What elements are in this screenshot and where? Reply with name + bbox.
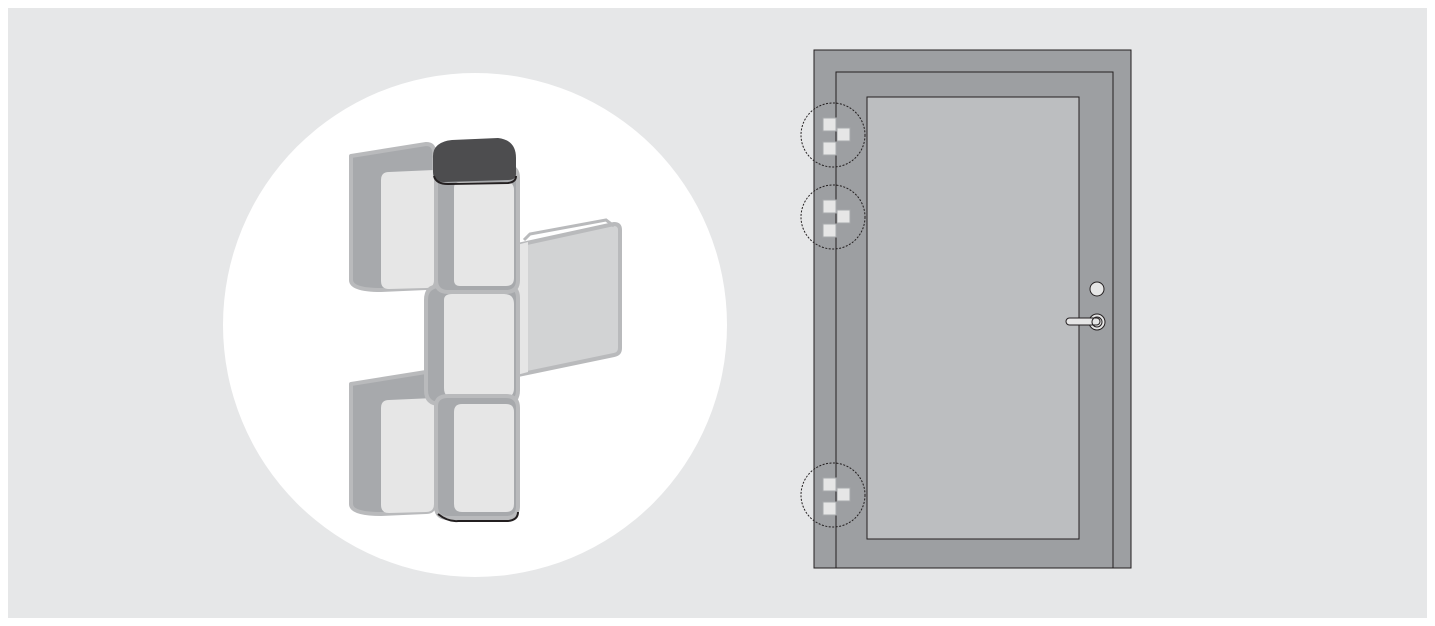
door-handle-icon bbox=[1065, 313, 1106, 331]
hinge-callout-lower bbox=[800, 462, 866, 528]
hinge-upper-leaf bbox=[349, 142, 436, 292]
lock-cylinder-icon bbox=[1089, 281, 1105, 297]
hinge-top-cap bbox=[432, 138, 517, 186]
hinge-callout-middle bbox=[800, 184, 866, 250]
hinge-wing-plate bbox=[511, 218, 622, 378]
door-glass-panel bbox=[866, 96, 1080, 540]
illustration-panel bbox=[8, 8, 1427, 618]
hinge-detail-view bbox=[223, 73, 727, 577]
hinge-door-illustration bbox=[223, 49, 1132, 577]
hinge-bottom-knuckle bbox=[434, 394, 520, 523]
hinge-top-knuckle bbox=[434, 164, 520, 294]
door-elevation bbox=[800, 49, 1132, 569]
hinge-middle-knuckle bbox=[424, 284, 520, 406]
hinge-lower-leaf bbox=[349, 370, 436, 516]
hinge-callout-upper bbox=[800, 102, 866, 168]
